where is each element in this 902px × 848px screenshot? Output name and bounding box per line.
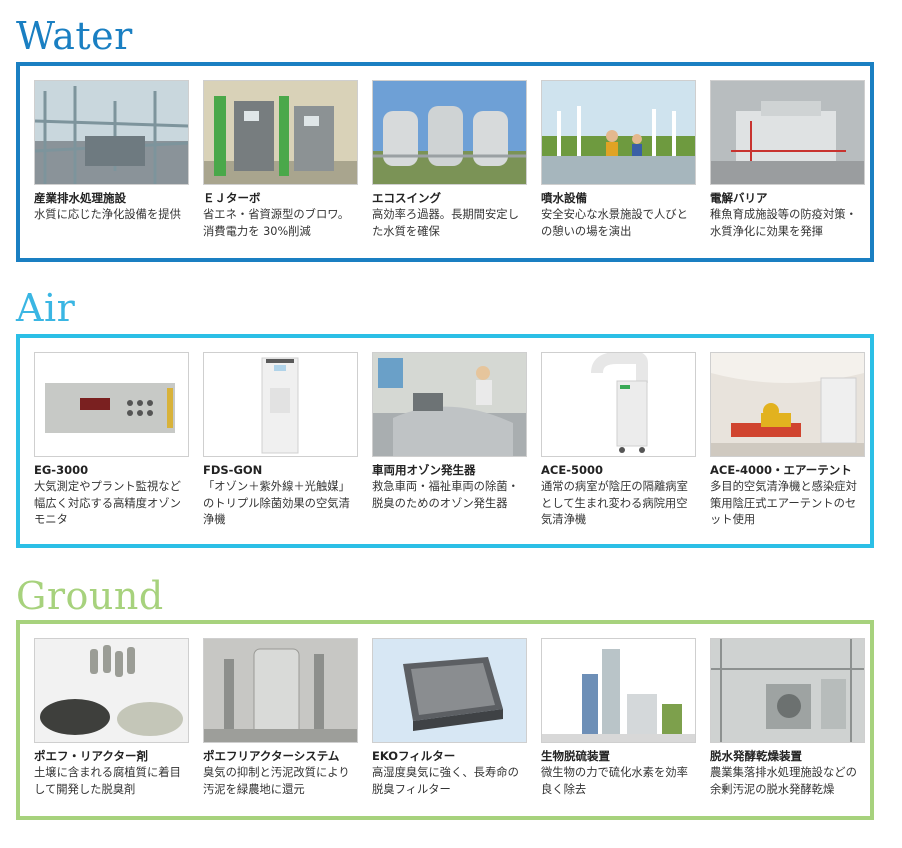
product-description: 微生物の力で硫化水素を効率良く除去	[541, 766, 688, 796]
product-title[interactable]: EG-3000	[34, 463, 89, 477]
product-title[interactable]: 電解バリア	[710, 191, 768, 205]
product-title[interactable]: 噴水設備	[541, 191, 587, 205]
product-image[interactable]	[541, 638, 696, 743]
panel-water: 産業排水処理施設 水質に応じた浄化設備を提供 ＥＪターボ 省エネ・省資源型のブロ…	[16, 62, 874, 262]
product-image[interactable]	[34, 352, 189, 457]
product-image[interactable]	[541, 80, 696, 185]
product-title[interactable]: ＥＪターボ	[203, 191, 261, 205]
product-description: 高効率ろ過器。長期間安定した水質を確保	[372, 208, 519, 238]
product-title[interactable]: 車両用オゾン発生器	[372, 463, 476, 477]
product-card-dehydration-fermentation-dryer[interactable]: 脱水発酵乾燥装置 農業集落排水処理施設などの余剰汚泥の脱水発酵乾燥	[710, 638, 865, 798]
product-description: 水質に応じた浄化設備を提供	[34, 208, 181, 221]
product-card-poef-reactor-system[interactable]: ポエフリアクターシステム 臭気の抑制と汚泥改質により汚泥を緑農地に還元	[203, 638, 358, 798]
product-card-eko-filter[interactable]: EKOフィルター 高湿度臭気に強く、長寿命の脱臭フィルター	[372, 638, 527, 798]
product-description: 安全安心な水景施設で人びとの憩いの場を演出	[541, 208, 688, 238]
product-card-bio-desulfurization[interactable]: 生物脱硫装置 微生物の力で硫化水素を効率良く除去	[541, 638, 696, 798]
panel-air: EG-3000 大気測定やプラント監視など幅広く対応する高精度オゾンモニタ FD…	[16, 334, 874, 548]
product-image[interactable]	[710, 638, 865, 743]
product-image[interactable]	[203, 638, 358, 743]
product-title[interactable]: ACE-4000・エアーテント	[710, 463, 852, 477]
product-card-eco-swing[interactable]: エコスイング 高効率ろ過器。長期間安定した水質を確保	[372, 80, 527, 240]
product-description: 農業集落排水処理施設などの余剰汚泥の脱水発酵乾燥	[710, 766, 857, 796]
product-image[interactable]	[203, 352, 358, 457]
product-title[interactable]: 産業排水処理施設	[34, 191, 126, 205]
product-card-electrolytic-barrier[interactable]: 電解バリア 稚魚育成施設等の防疫対策・水質浄化に効果を発揮	[710, 80, 865, 240]
product-card-fountain[interactable]: 噴水設備 安全安心な水景施設で人びとの憩いの場を演出	[541, 80, 696, 240]
product-title[interactable]: FDS-GON	[203, 463, 263, 477]
product-title[interactable]: ポエフ・リアクター剤	[34, 749, 148, 763]
product-card-ace-5000[interactable]: ACE-5000 通常の病室が陰圧の隔離病室として生まれ変わる病院用空気清浄機	[541, 352, 696, 529]
product-title[interactable]: エコスイング	[372, 191, 441, 205]
product-card-eg-3000[interactable]: EG-3000 大気測定やプラント監視など幅広く対応する高精度オゾンモニタ	[34, 352, 189, 529]
section-title-air: Air	[16, 286, 76, 330]
section-title-ground: Ground	[16, 574, 164, 618]
product-image[interactable]	[710, 352, 865, 457]
product-title[interactable]: EKOフィルター	[372, 749, 456, 763]
product-card-ace-4000-air-tent[interactable]: ACE-4000・エアーテント 多目的空気清浄機と感染症対策用陰圧式エアーテント…	[710, 352, 865, 529]
product-description: 多目的空気清浄機と感染症対策用陰圧式エアーテントのセット使用	[710, 480, 857, 526]
product-description: 臭気の抑制と汚泥改質により汚泥を緑農地に還元	[203, 766, 350, 796]
product-description: 大気測定やプラント監視など幅広く対応する高精度オゾンモニタ	[34, 480, 181, 526]
product-image[interactable]	[372, 80, 527, 185]
product-image[interactable]	[34, 80, 189, 185]
product-image[interactable]	[34, 638, 189, 743]
product-title[interactable]: ACE-5000	[541, 463, 603, 477]
panel-ground: ポエフ・リアクター剤 土壌に含まれる腐植質に着目して開発した脱臭剤 ポエフリアク…	[16, 620, 874, 820]
product-description: 「オゾン＋紫外線＋光触媒」のトリプル除菌効果の空気清浄機	[203, 480, 350, 526]
product-title[interactable]: 脱水発酵乾燥装置	[710, 749, 802, 763]
product-description: 通常の病室が陰圧の隔離病室として生まれ変わる病院用空気清浄機	[541, 480, 688, 526]
product-card-fds-gon[interactable]: FDS-GON 「オゾン＋紫外線＋光触媒」のトリプル除菌効果の空気清浄機	[203, 352, 358, 529]
product-image[interactable]	[710, 80, 865, 185]
product-image[interactable]	[203, 80, 358, 185]
product-description: 高湿度臭気に強く、長寿命の脱臭フィルター	[372, 766, 519, 796]
product-card-industrial-wastewater[interactable]: 産業排水処理施設 水質に応じた浄化設備を提供	[34, 80, 189, 240]
product-title[interactable]: ポエフリアクターシステム	[203, 749, 340, 763]
product-card-poef-reactor-agent[interactable]: ポエフ・リアクター剤 土壌に含まれる腐植質に着目して開発した脱臭剤	[34, 638, 189, 798]
product-title[interactable]: 生物脱硫装置	[541, 749, 610, 763]
product-description: 省エネ・省資源型のブロワ。消費電力を 30%削減	[203, 208, 350, 238]
product-description: 稚魚育成施設等の防疫対策・水質浄化に効果を発揮	[710, 208, 857, 238]
product-description: 救急車両・福祉車両の除菌・脱臭のためのオゾン発生器	[372, 480, 519, 510]
product-image[interactable]	[372, 352, 527, 457]
product-card-vehicle-ozone-generator[interactable]: 車両用オゾン発生器 救急車両・福祉車両の除菌・脱臭のためのオゾン発生器	[372, 352, 527, 529]
product-description: 土壌に含まれる腐植質に着目して開発した脱臭剤	[34, 766, 181, 796]
product-image[interactable]	[541, 352, 696, 457]
section-title-water: Water	[16, 14, 133, 58]
product-card-ej-turbo[interactable]: ＥＪターボ 省エネ・省資源型のブロワ。消費電力を 30%削減	[203, 80, 358, 240]
product-image[interactable]	[372, 638, 527, 743]
